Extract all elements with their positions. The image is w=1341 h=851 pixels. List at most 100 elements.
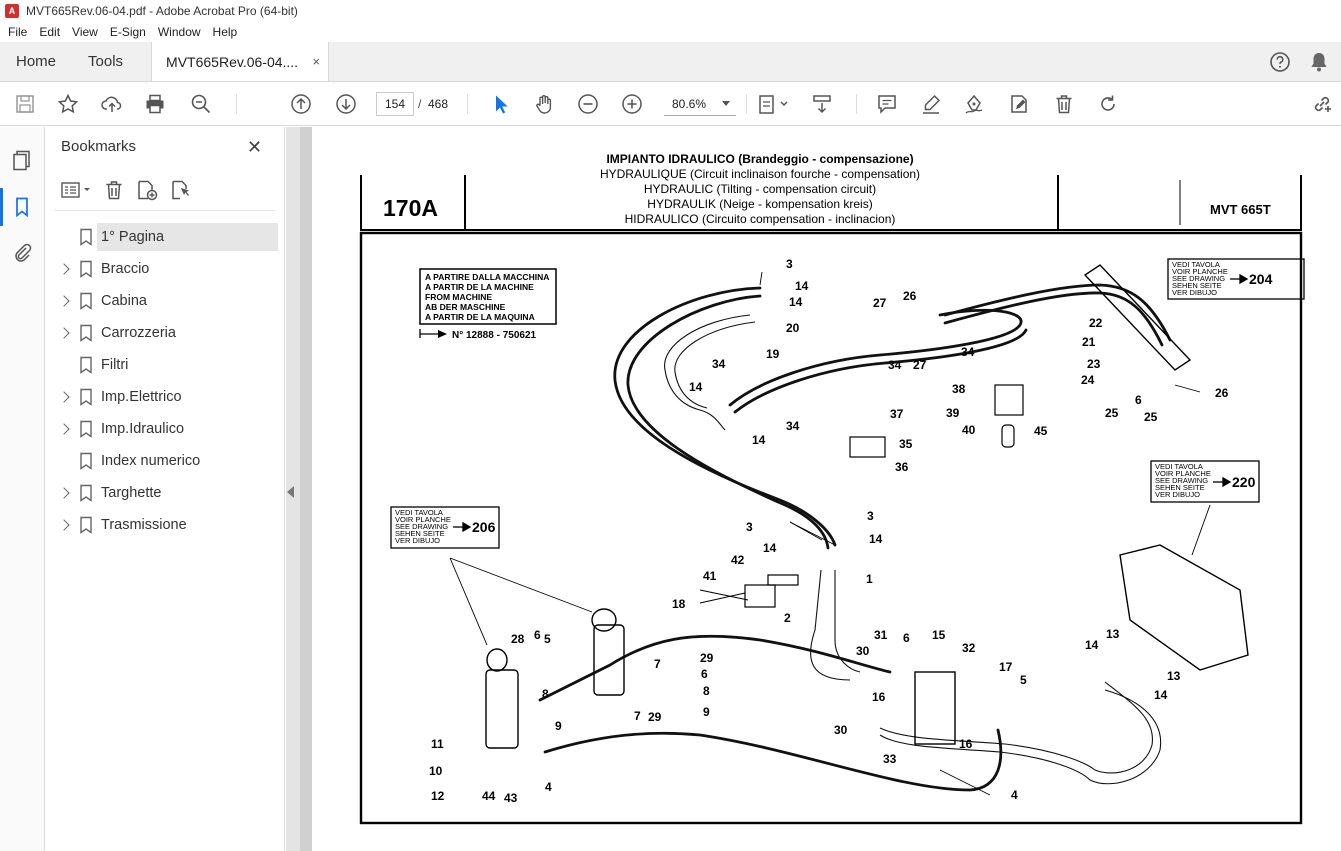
select-cursor-icon[interactable] [489,92,513,116]
bookmark-options-icon[interactable] [59,179,93,201]
bookmark-item[interactable]: Trasmissione [45,509,285,541]
zoom-in-icon[interactable] [620,92,644,116]
page-thumbnails-icon[interactable] [11,149,33,171]
comment-icon[interactable] [875,92,899,116]
page-number-input[interactable]: 154 [376,92,414,116]
previous-page-icon[interactable] [289,92,313,116]
bookmark-item[interactable]: 1° Pagina [45,221,285,253]
menu-view[interactable]: View [72,25,98,39]
chevron-right-icon[interactable] [58,519,70,531]
tab-home[interactable]: Home [16,53,57,70]
callout-14g: 14 [1085,638,1099,652]
bookmark-item[interactable]: Imp.Elettrico [45,381,285,413]
callout-5b: 5 [1020,673,1027,687]
print-icon[interactable] [143,92,167,116]
collapse-panel-icon[interactable] [287,486,294,498]
menu-window[interactable]: Window [157,25,201,39]
bookmark-label: Filtri [101,357,129,373]
chevron-right-icon[interactable] [58,295,70,307]
chevron-right-icon[interactable] [58,327,70,339]
menu-file[interactable]: File [8,25,28,39]
delete-bookmark-icon[interactable] [103,179,125,201]
zoom-level-select[interactable]: 80.6% [664,92,736,116]
callout-38: 38 [952,382,966,396]
callout-14f: 14 [869,532,883,546]
save-icon[interactable] [13,92,37,116]
menu-help[interactable]: Help [212,25,238,39]
main-toolbar: 154 / 468 80.6% [0,82,1341,126]
hand-tool-icon[interactable] [532,92,556,116]
callout-25b: 25 [1144,410,1158,424]
menu-edit[interactable]: Edit [39,25,61,39]
find-bookmark-icon[interactable] [169,179,193,201]
ref-220: 220 [1232,474,1256,490]
callout-3: 3 [786,257,793,271]
bookmark-item[interactable]: Imp.Idraulico [45,413,285,445]
menu-bar: File Edit View E-Sign Window Help [0,22,1341,42]
highlight-pen-icon[interactable] [919,92,943,116]
bookmark-item[interactable]: Cabina [45,285,285,317]
hydraulic-drawing: 170A MVT 665T IMPIANTO IDRAULICO (Brande… [359,152,1305,825]
callout-20: 20 [786,321,800,335]
star-icon[interactable] [56,92,80,116]
callout-16b: 16 [959,737,973,751]
bookmark-item[interactable]: Carrozzeria [45,317,285,349]
tab-close-icon[interactable]: × [312,54,321,69]
callout-42: 42 [731,553,745,567]
zoom-search-icon[interactable] [189,92,213,116]
ref-206: 206 [472,519,496,535]
bookmark-item[interactable]: Targhette [45,477,285,509]
share-link-icon[interactable] [1310,92,1334,116]
new-bookmark-icon[interactable] [135,179,159,201]
bookmark-label: Targhette [101,485,162,501]
help-icon[interactable] [1269,51,1291,73]
chevron-down-icon [722,101,730,106]
bookmark-icon [80,388,92,406]
panel-splitter[interactable] [300,127,312,851]
callout-34d: 34 [961,345,975,359]
close-icon[interactable]: ✕ [247,137,263,157]
bookmarks-title: Bookmarks [61,138,137,155]
bookmark-item[interactable]: Index numerico [45,445,285,477]
bookmarks-toolbar [59,177,193,203]
callout-2: 2 [784,611,791,625]
bookmark-label: Index numerico [101,453,201,469]
callout-4b: 4 [545,780,552,794]
page-fit-icon[interactable] [757,92,791,116]
bookmark-item[interactable]: Braccio [45,253,285,285]
notification-bell-icon[interactable] [1309,51,1329,73]
chevron-right-icon[interactable] [58,423,70,435]
chevron-right-icon[interactable] [58,487,70,499]
rotate-icon[interactable] [1096,92,1120,116]
callout-29: 29 [700,651,714,665]
tab-document-label: MVT665Rev.06-04.... [166,53,299,70]
tab-tools[interactable]: Tools [88,53,124,70]
bookmark-label: Carrozzeria [101,325,176,341]
callout-30b: 30 [834,723,848,737]
chevron-right-icon[interactable] [58,263,70,275]
bookmark-icon [80,516,92,534]
draw-sign-icon[interactable] [962,92,986,116]
serial-number: N° 12888 - 750621 [452,330,537,341]
edit-pdf-icon[interactable] [1007,92,1031,116]
title-bar: A MVT665Rev.06-04.pdf - Adobe Acrobat Pr… [0,0,1341,22]
attachment-icon[interactable] [11,241,33,263]
chevron-right-icon[interactable] [58,391,70,403]
bookmark-item[interactable]: Filtri [45,349,285,381]
tab-bar: Home Tools MVT665Rev.06-04.... × [0,42,1341,82]
see-lines: VER DIBUJO [395,536,440,545]
callout-43: 43 [504,791,518,805]
tab-document[interactable]: MVT665Rev.06-04.... × [151,42,330,81]
callout-19: 19 [766,347,780,361]
zoom-out-icon[interactable] [576,92,600,116]
callout-27b: 27 [913,358,927,372]
callout-34c: 34 [888,358,902,372]
callout-15: 15 [932,628,946,642]
delete-trash-icon[interactable] [1052,92,1076,116]
upload-cloud-icon[interactable] [100,92,124,116]
bookmark-icon [80,260,92,278]
menu-esign[interactable]: E-Sign [109,25,146,39]
bookmarks-icon[interactable] [0,188,33,226]
next-page-icon[interactable] [334,92,358,116]
scroll-mode-icon[interactable] [810,92,834,116]
